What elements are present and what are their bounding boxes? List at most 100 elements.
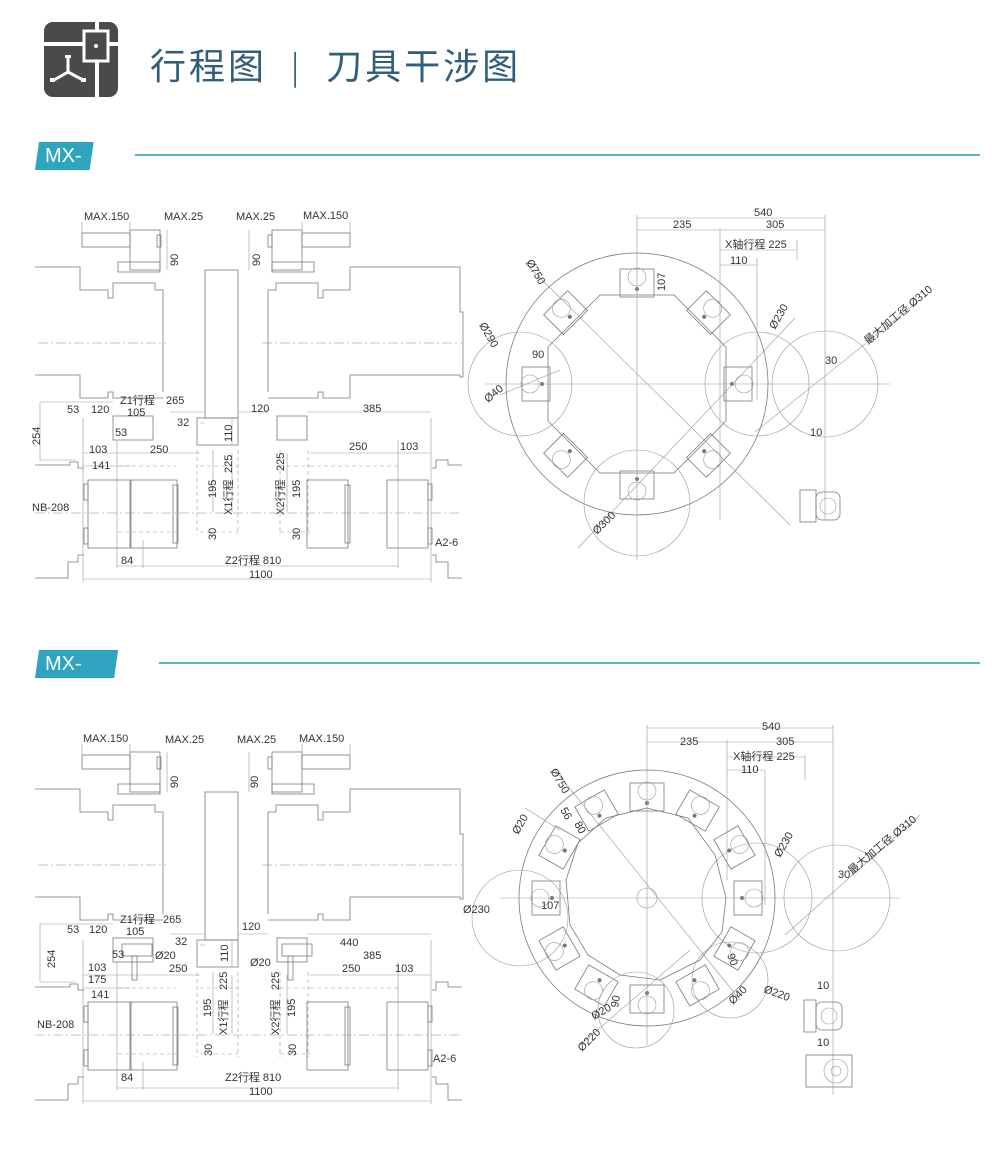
dim-label: 540: [762, 721, 780, 733]
dim-label: MAX.25: [164, 211, 203, 223]
dim-label: 90: [169, 254, 181, 266]
dim-label: 110: [219, 944, 231, 962]
stroke-diagram-mx800m2: MAX.150 MAX.25 MAX.25 MAX.150 90 90 Z1行程…: [34, 733, 464, 1105]
dim-label: Ø220: [576, 1027, 604, 1055]
dim-label: 90: [251, 254, 263, 266]
dim-label: 107: [656, 273, 668, 291]
dim-label: 440: [340, 937, 358, 949]
dim-label: MAX.150: [83, 733, 128, 745]
dim-label: X2行程: [274, 480, 287, 515]
dim-label: MAX.150: [299, 733, 344, 745]
dim-label: Z1行程: [120, 913, 155, 926]
dim-label: MAX.25: [236, 211, 275, 223]
dim-label: 105: [126, 926, 144, 938]
tool-holder: [574, 789, 619, 832]
dim-label: 103: [89, 444, 107, 456]
tool-holder: [685, 432, 731, 478]
dim-label: 10: [810, 427, 822, 439]
dim-label: MAX.150: [84, 211, 129, 223]
dim-label: X轴行程 225: [725, 237, 787, 251]
dim-label: 最大加工径 Ø310: [845, 812, 919, 877]
dim-label: 105: [127, 407, 145, 419]
dim-label: 254: [31, 427, 43, 445]
dim-label: Z2行程 810: [225, 554, 281, 567]
dim-label: 110: [223, 424, 235, 442]
dim-label: 225: [223, 455, 235, 473]
dim-label: MAX.25: [237, 734, 276, 746]
dim-label: Ø230: [772, 830, 796, 859]
interference-diagram-mx800: 540 235 305 X轴行程 225 110 Ø750 Ø290 90 Ø4…: [467, 207, 935, 560]
dim-label: 10: [817, 980, 829, 992]
tool-holder: [713, 825, 756, 870]
dim-label: Ø230: [767, 302, 791, 331]
dim-label: 305: [776, 736, 794, 748]
interference-diagram-mx800m2: 540 235 305 X轴行程 225 110 Ø750 Ø20 56 80 …: [463, 721, 921, 1095]
dim-label: 250: [169, 963, 187, 975]
dim-label: 250: [349, 441, 367, 453]
dim-label: 32: [177, 417, 189, 429]
dim-label: Ø750: [547, 767, 571, 796]
dim-label: NB-208: [37, 1019, 74, 1031]
dim-label: 141: [92, 460, 110, 472]
dim-label: 120: [89, 924, 107, 936]
dim-label: 141: [91, 989, 109, 1001]
dim-label: Z2行程 810: [225, 1071, 281, 1084]
dim-label: 90: [249, 776, 261, 788]
dim-label: Ø40: [482, 383, 506, 406]
dim-label: A2-6: [433, 1053, 456, 1065]
title-separator: |: [289, 47, 305, 88]
dim-label: 53: [67, 404, 79, 416]
dim-label: 540: [754, 207, 772, 219]
dim-label: 265: [166, 395, 184, 407]
dim-label: 30: [825, 355, 837, 367]
dim-label: 30: [207, 528, 219, 540]
dim-label: X轴行程 225: [733, 749, 795, 763]
dim-label: 110: [730, 255, 748, 267]
dim-label: 53: [115, 427, 127, 439]
tool-holder: [574, 964, 619, 1007]
logo-icon: [44, 22, 118, 97]
dim-label: 120: [91, 404, 109, 416]
tool-holder: [538, 825, 581, 870]
dim-label: Ø20: [250, 957, 271, 969]
dim-label: 385: [363, 950, 381, 962]
tool-holder: [543, 432, 589, 478]
dim-label: 120: [251, 403, 269, 415]
dim-label: 1100: [249, 569, 273, 581]
tool-holder: [543, 290, 589, 336]
dim-label: 225: [275, 453, 287, 471]
dim-label: 103: [400, 441, 418, 453]
title-main: 行程图: [150, 47, 268, 88]
dim-label: 305: [766, 219, 784, 231]
dim-label: X2行程: [269, 1000, 282, 1035]
dim-label: 80: [571, 820, 588, 837]
dim-label: MAX.150: [303, 210, 348, 222]
dim-label: Ø750: [523, 258, 547, 287]
dim-label: MAX.25: [165, 734, 204, 746]
dim-label: 1100: [249, 1086, 273, 1098]
dim-label: 53: [112, 949, 124, 961]
dim-label: 195: [202, 999, 214, 1017]
page-title: 行程图|刀具干涉图: [150, 38, 521, 90]
dim-label: 最大加工径 Ø310: [861, 282, 935, 347]
dim-label: Z1行程: [120, 394, 155, 407]
dim-label: 56: [557, 806, 574, 823]
dim-label: Ø20: [155, 950, 176, 962]
dim-label: 235: [673, 219, 691, 231]
tool-holder: [713, 926, 756, 971]
dim-label: 84: [121, 555, 133, 567]
dim-label: 175: [88, 974, 106, 986]
dim-label: 53: [67, 924, 79, 936]
dim-label: 107: [541, 900, 559, 912]
dim-label: NB-208: [32, 502, 69, 514]
dim-label: 103: [395, 963, 413, 975]
dim-label: X1行程: [217, 1000, 230, 1035]
dim-label: 195: [291, 480, 303, 498]
dim-label: 30: [287, 1044, 299, 1056]
dim-label: Ø20: [510, 812, 531, 836]
dim-label: Ø290: [476, 321, 500, 350]
dim-label: Ø300: [591, 510, 619, 538]
dim-label: A2-6: [435, 537, 458, 549]
dim-label: 90: [169, 776, 181, 788]
